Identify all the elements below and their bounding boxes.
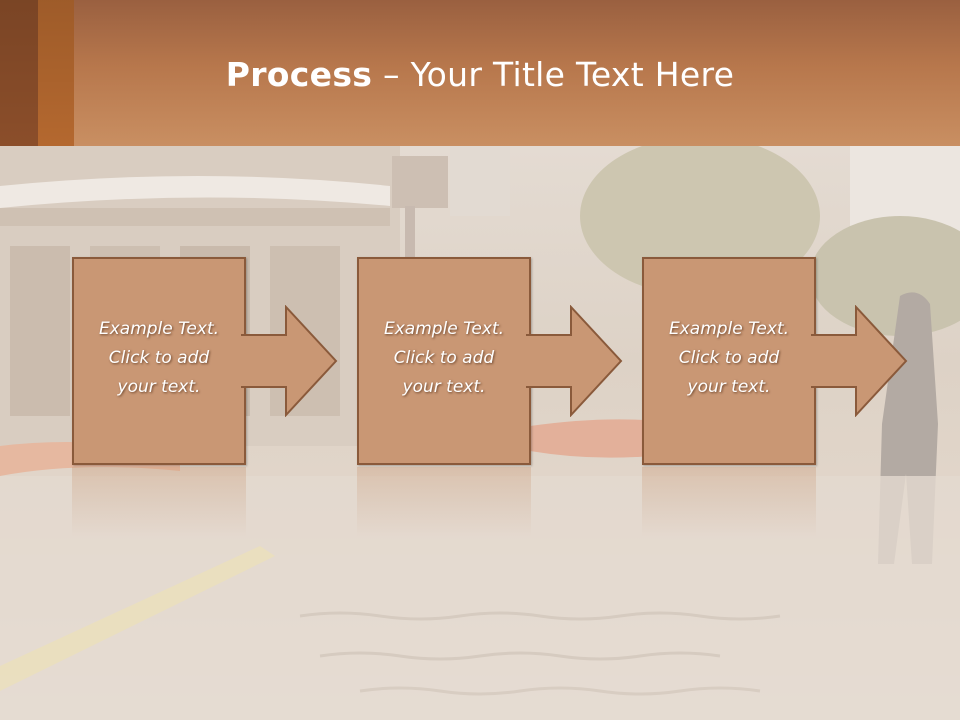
step-3-arrow bbox=[810, 305, 908, 417]
step-2-arrow bbox=[525, 305, 623, 417]
slide-title[interactable]: Process – Your Title Text Here bbox=[0, 54, 960, 96]
title-bold: Process bbox=[225, 55, 373, 94]
process-step-3[interactable]: Example Text. Click to add your text. bbox=[642, 257, 816, 465]
title-rest: – Your Title Text Here bbox=[372, 55, 735, 94]
step-1-arrow bbox=[240, 305, 338, 417]
header-band: Process – Your Title Text Here bbox=[0, 0, 960, 146]
process-step-1[interactable]: Example Text. Click to add your text. bbox=[72, 257, 246, 465]
process-step-2[interactable]: Example Text. Click to add your text. bbox=[357, 257, 531, 465]
step-1-text[interactable]: Example Text. Click to add your text. bbox=[98, 319, 220, 397]
step-3-text[interactable]: Example Text. Click to add your text. bbox=[668, 319, 790, 397]
header-accent-dark bbox=[0, 0, 38, 146]
header-accent-light bbox=[38, 0, 74, 146]
step-2-text[interactable]: Example Text. Click to add your text. bbox=[383, 319, 505, 397]
